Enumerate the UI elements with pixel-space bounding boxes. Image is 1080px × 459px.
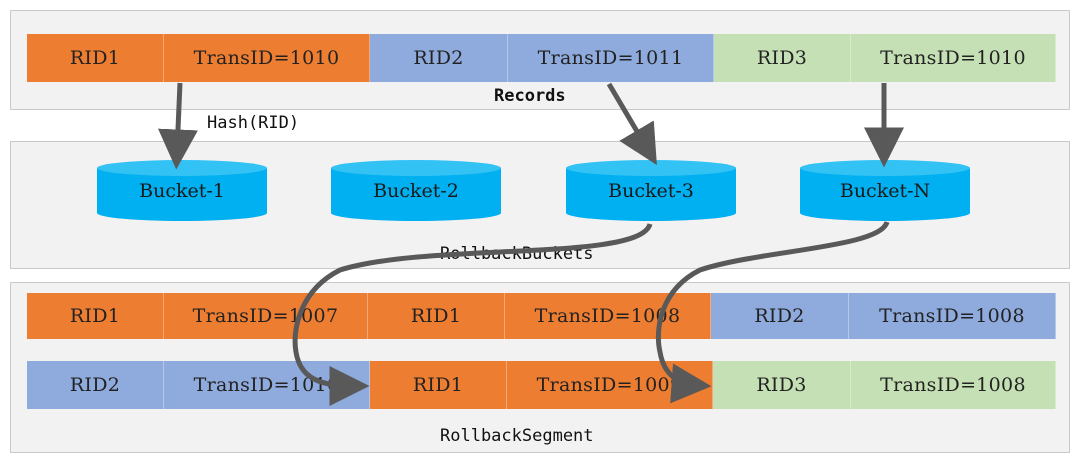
segment-cell: RID3 xyxy=(713,361,851,409)
records-row: RID1 TransID=1010 RID2 TransID=1011 RID3… xyxy=(27,34,1056,82)
arrow-bucketn-to-segment xyxy=(655,220,890,404)
rollback-segment-title: RollbackSegment xyxy=(440,426,594,446)
bucket-cylinder: Bucket-3 xyxy=(566,160,736,221)
record-cell: RID3 xyxy=(714,34,851,82)
segment-cell: RID2 xyxy=(711,293,849,339)
segment-cell: RID1 xyxy=(27,293,164,339)
bucket-label: Bucket-1 xyxy=(139,180,225,202)
record-cell: TransID=1010 xyxy=(164,34,370,82)
segment-cell: TransID=1008 xyxy=(849,293,1056,339)
segment-cell: TransID=1007 xyxy=(164,293,368,339)
bucket-cylinder: Bucket-2 xyxy=(331,160,501,221)
segment-cell: TransID=1008 xyxy=(505,293,711,339)
bucket-label: Bucket-2 xyxy=(373,180,459,202)
segment-row-1: RID1 TransID=1007 RID1 TransID=1008 RID2… xyxy=(27,293,1056,339)
bucket-label: Bucket-N xyxy=(840,180,930,202)
segment-cell: RID1 xyxy=(370,361,507,409)
segment-cell: RID2 xyxy=(27,361,164,409)
bucket-cylinder: Bucket-1 xyxy=(97,160,267,221)
hash-label: Hash(RID) xyxy=(207,113,300,133)
arrow-bucket3-to-segment xyxy=(292,222,653,406)
record-cell: RID1 xyxy=(27,34,164,82)
bucket-cylinder: Bucket-N xyxy=(800,160,970,221)
arrow-rid2-to-bucket3 xyxy=(606,82,657,166)
arrow-rid1-to-bucket1 xyxy=(157,82,198,170)
record-cell: TransID=1011 xyxy=(508,34,714,82)
bucket-label: Bucket-3 xyxy=(608,180,694,202)
segment-cell: TransID=1008 xyxy=(851,361,1056,409)
segment-cell: RID1 xyxy=(368,293,505,339)
record-cell: RID2 xyxy=(370,34,508,82)
records-title: Records xyxy=(494,86,566,106)
record-cell: TransID=1010 xyxy=(851,34,1056,82)
